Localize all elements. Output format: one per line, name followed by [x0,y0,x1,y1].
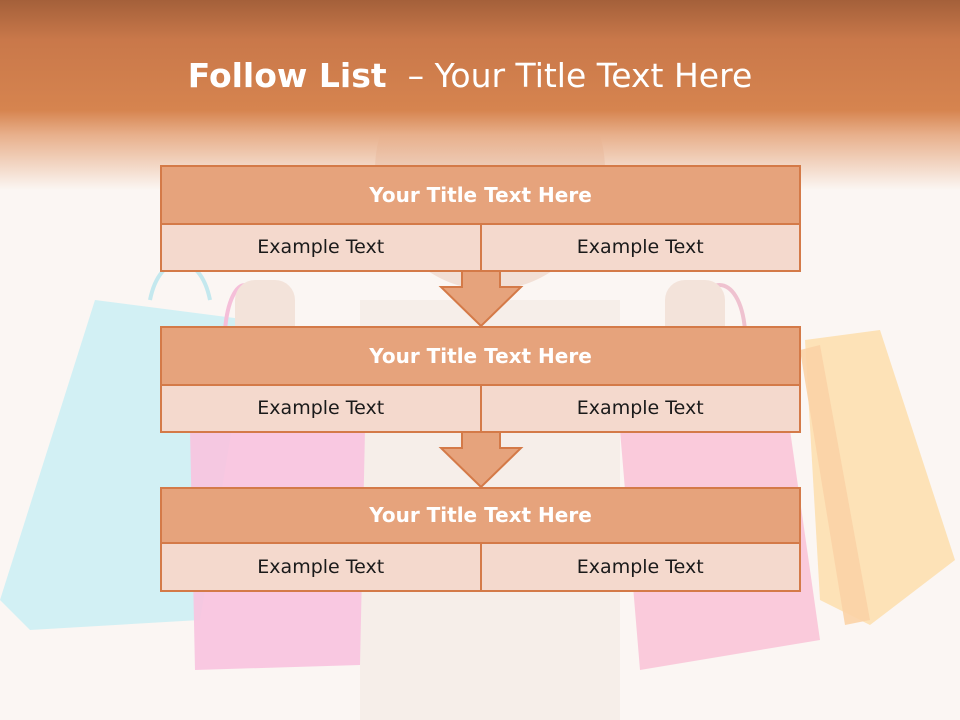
block-title: Your Title Text Here [162,328,799,386]
slide-title-rest: – Your Title Text Here [386,56,753,95]
block-title: Your Title Text Here [162,489,799,544]
list-block-3: Your Title Text Here Example Text Exampl… [160,487,801,592]
down-arrow-icon [438,270,524,328]
block-cell-right: Example Text [479,225,800,270]
header-band [0,0,960,190]
block-cell-right: Example Text [479,544,800,590]
list-block-2: Your Title Text Here Example Text Exampl… [160,326,801,433]
block-cell-right: Example Text [479,386,800,431]
block-row: Example Text Example Text [162,225,799,270]
block-row: Example Text Example Text [162,544,799,590]
list-block-1: Your Title Text Here Example Text Exampl… [160,165,801,272]
down-arrow-icon [438,431,524,489]
block-title: Your Title Text Here [162,167,799,225]
block-cell-left: Example Text [257,556,385,578]
block-cell-left: Example Text [257,236,385,258]
slide-title-bold: Follow List [187,56,387,95]
slide-title: Follow List – Your Title Text Here [0,56,940,95]
block-cell-left: Example Text [257,397,385,419]
block-row: Example Text Example Text [162,386,799,431]
